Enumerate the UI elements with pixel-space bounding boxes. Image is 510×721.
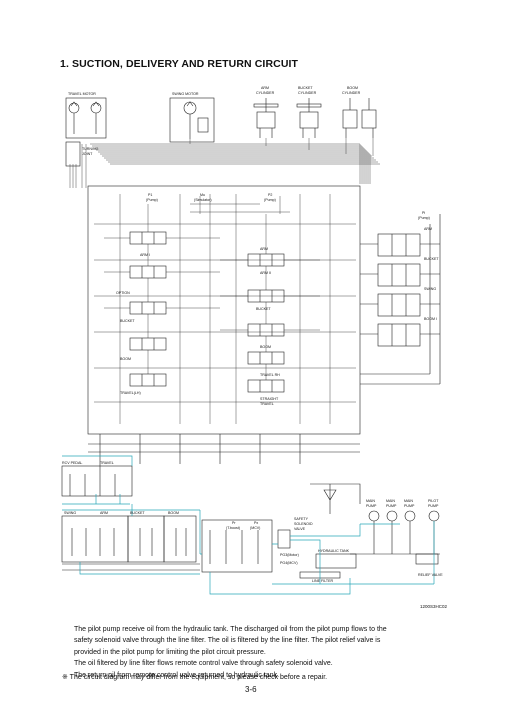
paragraph-line: The pilot pump receive oil from the hydr…: [74, 626, 387, 633]
main-control-valve: [87, 185, 361, 435]
arm-right-label: ARM: [260, 247, 268, 251]
option-label: OPTION: [116, 291, 130, 295]
mu-label: Mu: [200, 193, 205, 197]
svg-text:PUMP: PUMP: [366, 504, 377, 508]
bucket-left-label: BUCKET: [120, 319, 135, 323]
px-label: Px: [254, 521, 258, 525]
boom-ii-label: BOOM: [260, 345, 271, 349]
svg-text:CYLINDER: CYLINDER: [256, 91, 275, 95]
svg-text:(Pump): (Pump): [418, 216, 430, 220]
svg-text:(T.boost): (T.boost): [226, 526, 240, 530]
description-paragraph: The pilot pump receive oil from the hydr…: [74, 624, 460, 681]
safety-solenoid-label: SAFETY: [294, 517, 309, 521]
swing-rcv-label: SWING: [64, 511, 76, 515]
svg-text:CYLINDER: CYLINDER: [342, 91, 361, 95]
line-filter-label: LINE FILTER: [312, 579, 334, 583]
travel-rh-label: TRAVEL RH: [260, 373, 280, 377]
pg3-label: PG3(Motor): [280, 553, 299, 557]
arm-cylinder-label: ARM: [261, 86, 269, 90]
rcv-pedal-label: RCV PEDAL: [62, 461, 82, 465]
svg-text:CYLINDER: CYLINDER: [298, 91, 317, 95]
page-title: 1. SUCTION, DELIVERY AND RETURN CIRCUIT: [60, 58, 299, 70]
arm-rcv-label: ARM: [100, 511, 108, 515]
boom-left-label: BOOM: [120, 357, 131, 361]
arm-bank-label: ARM: [424, 227, 432, 231]
main-pump-symbols: [350, 510, 440, 555]
pilot-pump-label: PILOT: [428, 499, 439, 503]
page-number: 3-6: [245, 685, 257, 694]
svg-text:(Simulator): (Simulator): [194, 198, 212, 202]
hydraulic-tank-symbol: [315, 553, 357, 569]
travel-motor-label: TRAVEL MOTOR: [68, 92, 96, 96]
straight-travel-label: STRAIGHT: [260, 397, 279, 401]
svg-text:VALVE: VALVE: [294, 527, 306, 531]
svg-text:PUMP: PUMP: [386, 504, 397, 508]
paragraph-line: provided in the pilot pump for limiting …: [74, 648, 266, 656]
turning-joint-symbol: [65, 141, 81, 167]
note: ※ The circuit diagram may differ from th…: [62, 674, 328, 681]
p1-pump-label: P1: [148, 193, 152, 197]
boom-cylinder-symbol: [342, 98, 377, 138]
turning-joint-label: TURNING: [82, 147, 99, 151]
svg-text:SOLENOID: SOLENOID: [294, 522, 313, 526]
paragraph-line: safety solenoid valve through the line f…: [74, 637, 381, 645]
p2-pump-label: P2: [268, 193, 272, 197]
swing-motor-symbol: [169, 97, 215, 143]
right-spool-bank: [360, 214, 441, 385]
svg-text:(Pump): (Pump): [146, 198, 158, 202]
main-pump-3-label: MAIN: [404, 499, 413, 503]
bucket-cylinder-label: BUCKET: [298, 86, 313, 90]
swing-motor-label: SWING MOTOR: [172, 92, 199, 96]
swing-bank-label: SWING: [424, 287, 436, 291]
arm1-label: ARM I: [140, 253, 150, 257]
travel-lh-label: TRAVEL(LH): [120, 391, 141, 395]
pi-pump-label: Pi: [422, 211, 425, 215]
hydraulic-circuit-diagram: TRAVEL MOTOR SWING MOTOR ARM CYLINDER BU…: [61, 86, 443, 595]
boom-cylinder-label: BOOM: [347, 86, 358, 90]
svg-text:(Pump): (Pump): [264, 198, 276, 202]
boom-rcv-label: BOOM: [168, 511, 179, 515]
figure-code: 1200S3HC02: [420, 604, 448, 609]
hydraulic-tank-label: HYDRAULIC TANK: [318, 549, 350, 553]
main-pump-2-label: MAIN: [386, 499, 395, 503]
bucket-right-label: BUCKET: [256, 307, 271, 311]
svg-text:TRAVEL: TRAVEL: [260, 402, 274, 406]
paragraph-line: The return oil from remote control valve…: [74, 671, 280, 679]
rcv-pedal-symbol: [61, 465, 133, 497]
svg-text:(MCV): (MCV): [250, 526, 260, 530]
pg4-label: PG4(MCV): [280, 561, 298, 565]
bucket-bank-label: BUCKET: [424, 257, 439, 261]
main-pump-1-label: MAIN: [366, 499, 375, 503]
travel-motor-symbol: [65, 97, 107, 139]
travel-pedal-label: TRAVEL: [100, 461, 114, 465]
relief-valve-symbol: [415, 553, 439, 565]
safety-solenoid-valve-symbol: [277, 529, 291, 549]
relief-valve-label: RELIEF VALVE: [418, 573, 443, 577]
svg-text:PUMP: PUMP: [404, 504, 415, 508]
bucket-cylinder-symbol: [296, 98, 322, 138]
arm2-label: ARM II: [260, 271, 271, 275]
pr-label: Pr: [232, 521, 236, 525]
arm-cylinder-symbol: [253, 98, 279, 138]
svg-text:PUMP: PUMP: [428, 504, 439, 508]
paragraph-line: The oil filtered by line filter flows re…: [74, 660, 333, 668]
svg-text:JOINT: JOINT: [82, 152, 93, 156]
bucket-rcv-label: BUCKET: [130, 511, 145, 515]
boom-bank-label: BOOM I: [424, 317, 437, 321]
